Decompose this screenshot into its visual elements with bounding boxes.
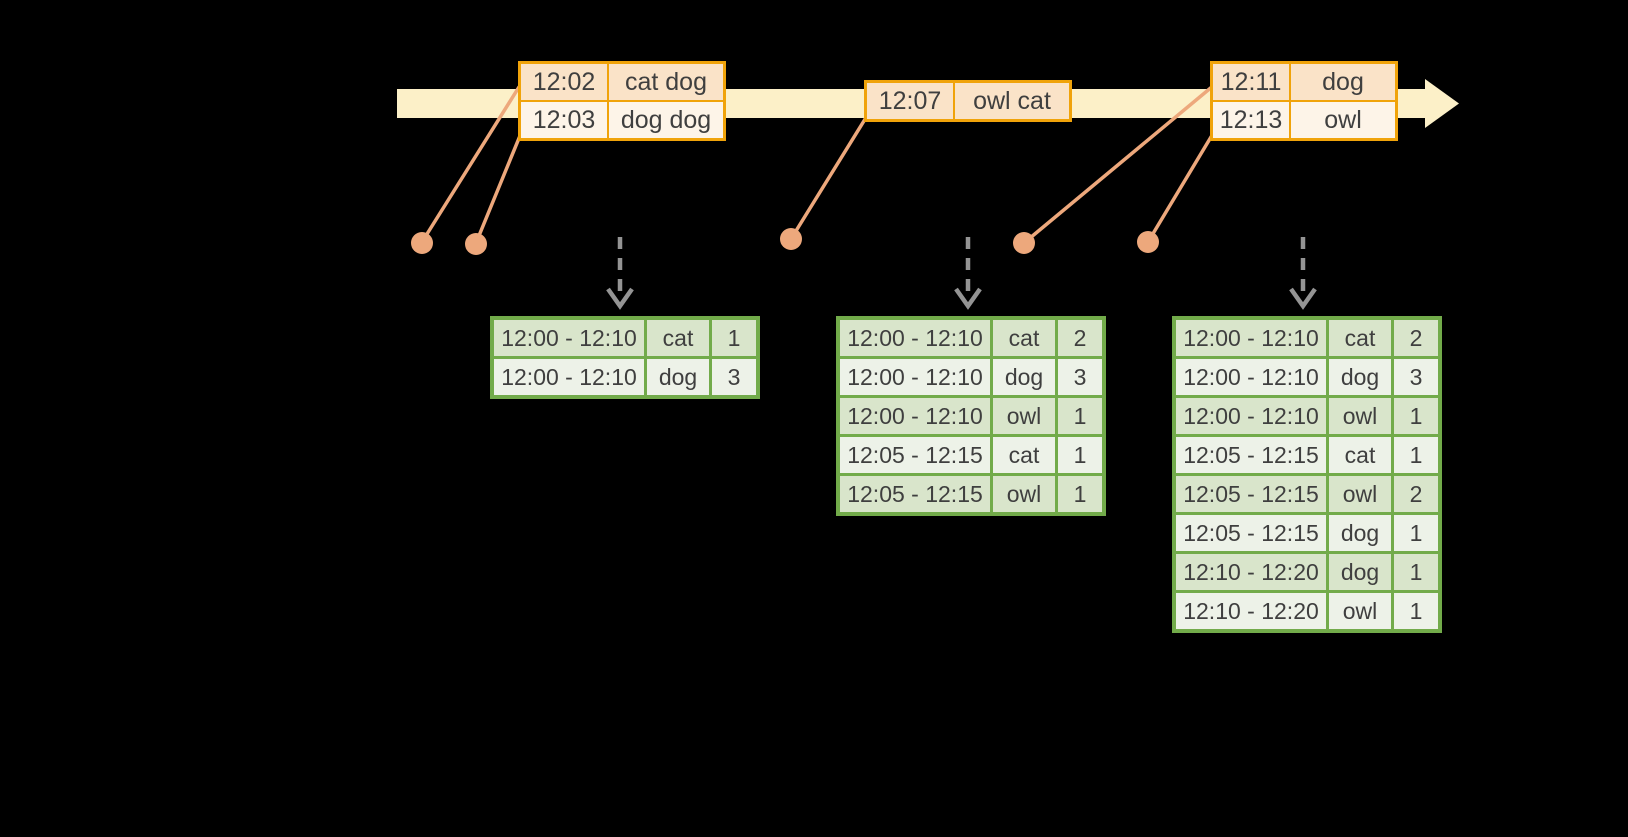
word-cell: owl — [1326, 590, 1394, 633]
result-table-3: 12:00 - 12:10 cat 2 12:00 - 12:10 dog 3 … — [1172, 316, 1442, 633]
event-words-cell: dog — [1289, 61, 1398, 102]
event-connector-line — [420, 85, 521, 244]
count-cell: 2 — [1391, 473, 1442, 515]
event-table-2: 12:07 owl cat — [864, 80, 1072, 122]
trigger-arrows — [606, 237, 1317, 310]
table-row: 12:13 owl — [1210, 100, 1398, 141]
table-row: 12:07 owl cat — [864, 80, 1072, 122]
event-dot-icon — [465, 233, 487, 255]
result-table-2: 12:00 - 12:10 cat 2 12:00 - 12:10 dog 3 … — [836, 316, 1106, 516]
table-row: 12:05 - 12:15 owl 1 — [836, 473, 1106, 516]
count-cell: 1 — [1055, 395, 1106, 437]
word-cell: owl — [990, 395, 1058, 437]
window-cell: 12:05 - 12:15 — [1172, 473, 1329, 515]
word-cell: cat — [644, 316, 712, 359]
word-cell: dog — [1326, 356, 1394, 398]
word-cell: owl — [1326, 473, 1394, 515]
event-dot-icon — [1137, 231, 1159, 253]
table-row: 12:05 - 12:15 dog 1 — [1172, 512, 1442, 554]
event-table-3: 12:11 dog 12:13 owl — [1210, 61, 1398, 141]
count-cell: 2 — [1055, 316, 1106, 359]
table-row: 12:02 cat dog — [518, 61, 726, 102]
event-connector-line — [1022, 84, 1215, 245]
count-cell: 3 — [1391, 356, 1442, 398]
event-time-cell: 12:03 — [518, 100, 609, 141]
window-cell: 12:00 - 12:10 — [1172, 316, 1329, 359]
table-row: 12:00 - 12:10 owl 1 — [836, 395, 1106, 437]
event-words-cell: dog dog — [607, 100, 726, 141]
event-table-1: 12:02 cat dog 12:03 dog dog — [518, 61, 726, 141]
window-cell: 12:05 - 12:15 — [836, 434, 993, 476]
window-cell: 12:05 - 12:15 — [1172, 512, 1329, 554]
word-cell: cat — [990, 316, 1058, 359]
event-connector-line — [474, 124, 526, 245]
count-cell: 1 — [1391, 590, 1442, 633]
event-words-cell: owl cat — [953, 80, 1072, 122]
table-row: 12:00 - 12:10 cat 1 — [490, 316, 760, 359]
table-row: 12:00 - 12:10 dog 3 — [1172, 356, 1442, 398]
word-cell: dog — [990, 356, 1058, 398]
table-row: 12:11 dog — [1210, 61, 1398, 102]
word-cell: dog — [1326, 512, 1394, 554]
count-cell: 1 — [1391, 434, 1442, 476]
table-row: 12:05 - 12:15 owl 2 — [1172, 473, 1442, 515]
table-row: 12:00 - 12:10 dog 3 — [490, 356, 760, 399]
window-cell: 12:00 - 12:10 — [836, 356, 993, 398]
window-cell: 12:10 - 12:20 — [1172, 590, 1329, 633]
count-cell: 1 — [709, 316, 760, 359]
trigger-arrowhead-icon — [1289, 287, 1317, 310]
window-cell: 12:05 - 12:15 — [1172, 434, 1329, 476]
trigger-arrowhead-icon — [954, 287, 982, 310]
count-cell: 3 — [709, 356, 760, 399]
event-dots — [411, 228, 1159, 255]
count-cell: 1 — [1055, 434, 1106, 476]
count-cell: 1 — [1055, 473, 1106, 516]
window-cell: 12:00 - 12:10 — [490, 356, 647, 399]
event-connector-line — [1146, 125, 1219, 244]
event-dot-icon — [1013, 232, 1035, 254]
event-words-cell: cat dog — [607, 61, 726, 102]
count-cell: 3 — [1055, 356, 1106, 398]
word-cell: cat — [1326, 434, 1394, 476]
window-cell: 12:00 - 12:10 — [836, 316, 993, 359]
window-cell: 12:10 - 12:20 — [1172, 551, 1329, 593]
window-cell: 12:00 - 12:10 — [490, 316, 647, 359]
word-cell: dog — [1326, 551, 1394, 593]
table-row: 12:10 - 12:20 owl 1 — [1172, 590, 1442, 633]
word-cell: owl — [1326, 395, 1394, 437]
event-words-cell: owl — [1289, 100, 1398, 141]
event-time-cell: 12:11 — [1210, 61, 1291, 102]
window-cell: 12:00 - 12:10 — [1172, 356, 1329, 398]
word-cell: dog — [644, 356, 712, 399]
trigger-arrowhead-icon — [606, 287, 634, 310]
word-cell: cat — [990, 434, 1058, 476]
window-cell: 12:05 - 12:15 — [836, 473, 993, 516]
timeline-arrowhead-icon — [1425, 79, 1459, 128]
window-cell: 12:00 - 12:10 — [1172, 395, 1329, 437]
table-row: 12:00 - 12:10 dog 3 — [836, 356, 1106, 398]
count-cell: 1 — [1391, 395, 1442, 437]
event-dot-icon — [411, 232, 433, 254]
count-cell: 1 — [1391, 512, 1442, 554]
table-row: 12:05 - 12:15 cat 1 — [1172, 434, 1442, 476]
event-time-cell: 12:13 — [1210, 100, 1291, 141]
word-cell: owl — [990, 473, 1058, 516]
table-row: 12:05 - 12:15 cat 1 — [836, 434, 1106, 476]
table-row: 12:00 - 12:10 owl 1 — [1172, 395, 1442, 437]
event-connector-lines — [420, 84, 1219, 245]
count-cell: 2 — [1391, 316, 1442, 359]
event-connector-line — [789, 114, 869, 241]
window-cell: 12:00 - 12:10 — [836, 395, 993, 437]
count-cell: 1 — [1391, 551, 1442, 593]
table-row: 12:00 - 12:10 cat 2 — [836, 316, 1106, 359]
table-row: 12:10 - 12:20 dog 1 — [1172, 551, 1442, 593]
table-row: 12:03 dog dog — [518, 100, 726, 141]
table-row: 12:00 - 12:10 cat 2 — [1172, 316, 1442, 359]
word-cell: cat — [1326, 316, 1394, 359]
event-time-cell: 12:02 — [518, 61, 609, 102]
event-dot-icon — [780, 228, 802, 250]
event-time-cell: 12:07 — [864, 80, 955, 122]
result-table-1: 12:00 - 12:10 cat 1 12:00 - 12:10 dog 3 — [490, 316, 760, 399]
